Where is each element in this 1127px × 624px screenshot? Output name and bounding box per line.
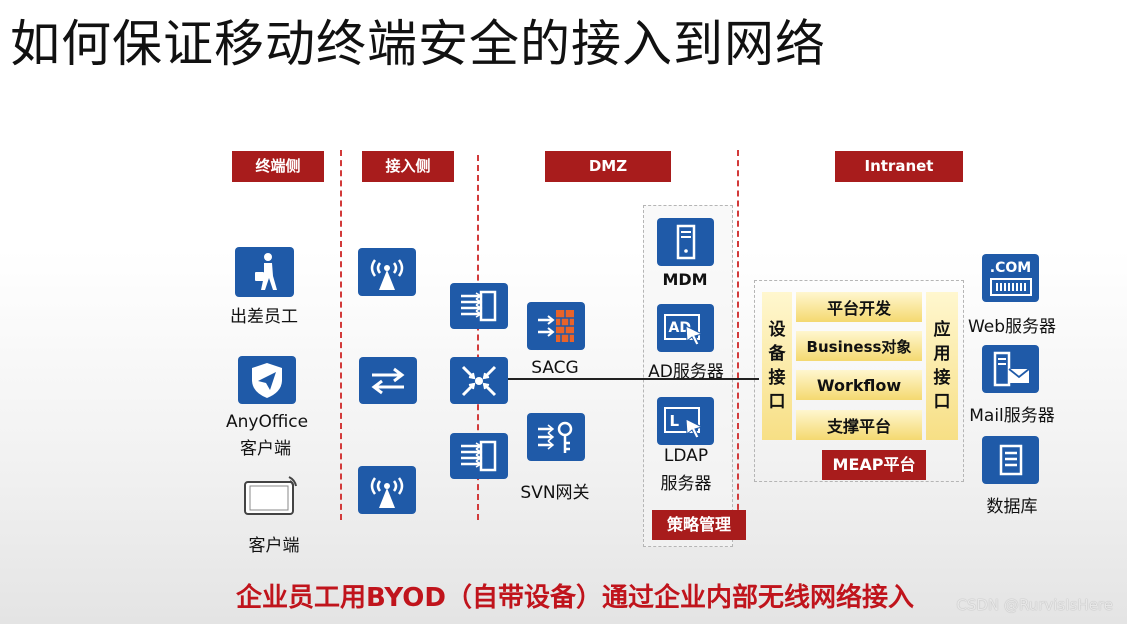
mdm-server-icon — [657, 218, 714, 266]
page-title: 如何保证移动终端安全的接入到网络 — [10, 15, 826, 73]
app-interface-char-1: 应 — [933, 320, 951, 340]
ad-server-label: AD服务器 — [648, 362, 724, 382]
client-label: 客户端 — [248, 536, 300, 556]
tablet-wifi-icon — [243, 474, 299, 516]
sacg-firewall-icon — [527, 302, 585, 350]
device-interface-char-4: 口 — [768, 392, 786, 412]
mdm-label: MDM — [662, 270, 708, 289]
business-traveler-icon — [235, 247, 294, 297]
ldap-text: L — [663, 407, 700, 433]
app-interface-char-2: 用 — [933, 344, 951, 364]
anyoffice-label-line1: AnyOffice — [226, 412, 309, 432]
meap-row-support-platform: 支撑平台 — [796, 410, 922, 440]
meap-platform-group — [754, 280, 964, 482]
ad-server-icon: AD — [657, 304, 714, 352]
separator-dmz-intranet — [737, 150, 739, 520]
policy-management-tag: 策略管理 — [652, 510, 746, 540]
device-interface-char-2: 备 — [768, 344, 786, 364]
wireless-ap-icon-2 — [358, 466, 416, 514]
separator-terminal-access — [340, 150, 342, 520]
ldap-label-line2: 服务器 — [660, 474, 712, 494]
ldap-server-icon: L — [657, 397, 714, 445]
app-interface-char-4: 口 — [933, 392, 951, 412]
web-server-icon: .COM — [982, 254, 1039, 302]
app-interface-char-3: 接 — [933, 368, 951, 388]
access-controller-icon — [450, 283, 508, 329]
employee-label: 出差员工 — [230, 307, 298, 327]
database-label: 数据库 — [986, 497, 1038, 517]
meap-platform-tag: MEAP平台 — [822, 450, 926, 480]
sacg-label: SACG — [531, 358, 579, 378]
meap-row-workflow: Workflow — [796, 370, 922, 400]
svn-gateway-icon — [527, 413, 585, 461]
device-interface-char-3: 接 — [768, 368, 786, 388]
anyoffice-label-line2: 客户端 — [240, 439, 291, 459]
mail-server-icon — [982, 345, 1039, 393]
app-interface-bar: 应 用 接 口 — [926, 292, 958, 440]
header-terminal: 终端侧 — [232, 151, 324, 182]
watermark: CSDN @RurvisIsHere — [956, 596, 1113, 614]
access-controller-icon-2 — [450, 433, 508, 479]
bottom-caption: 企业员工用BYOD（自带设备）通过企业内部无线网络接入 — [236, 583, 914, 613]
connection-line — [503, 378, 759, 380]
device-interface-bar: 设 备 接 口 — [762, 292, 792, 440]
core-router-icon — [450, 357, 508, 404]
header-access: 接入侧 — [362, 151, 454, 182]
wireless-ap-icon — [358, 248, 416, 296]
separator-access-dmz — [477, 155, 479, 520]
header-dmz: DMZ — [545, 151, 671, 182]
anyoffice-shield-icon — [238, 356, 296, 404]
svn-gateway-label: SVN网关 — [520, 483, 590, 503]
mail-server-label: Mail服务器 — [969, 406, 1055, 426]
ad-text: AD — [663, 314, 700, 340]
web-server-label: Web服务器 — [967, 317, 1057, 337]
switch-icon — [359, 357, 417, 404]
header-intranet: Intranet — [835, 151, 963, 182]
database-icon — [982, 436, 1039, 484]
com-text: .COM — [989, 260, 1032, 276]
ldap-label-line1: LDAP — [663, 446, 709, 466]
device-interface-char-1: 设 — [768, 320, 786, 340]
meap-row-business-objects: Business对象 — [796, 331, 922, 361]
meap-row-platform-dev: 平台开发 — [796, 292, 922, 322]
